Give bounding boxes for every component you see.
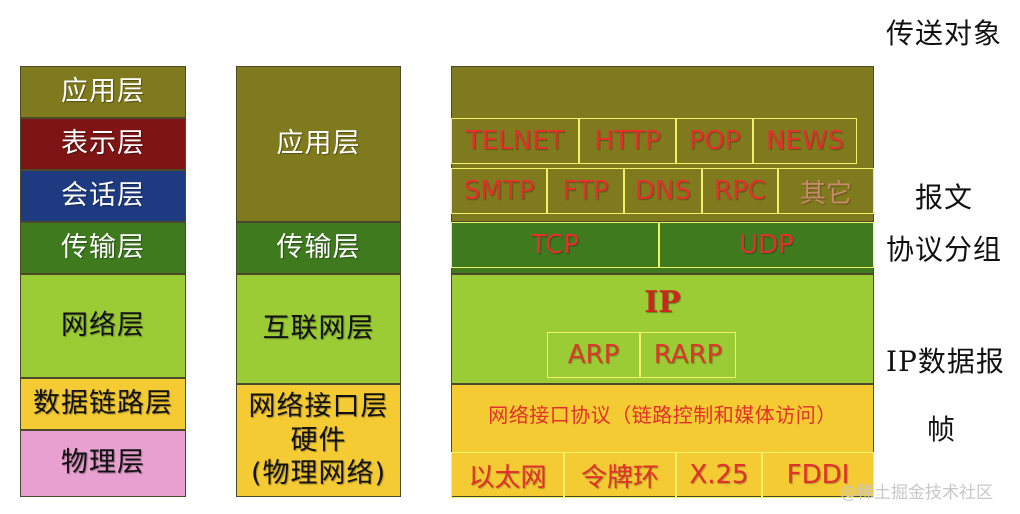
protocol-area-application bbox=[451, 66, 874, 222]
osi-layer-session: 会话层 bbox=[20, 170, 186, 222]
proto-rarp: RARP bbox=[640, 332, 736, 378]
netif-line-1: 网络接口层 bbox=[248, 390, 389, 422]
proto-other: 其它 bbox=[778, 168, 874, 214]
proto-pop: POP bbox=[676, 118, 753, 164]
netif-line-2: 硬件 bbox=[290, 424, 347, 456]
tcpip-layer-application: 应用层 bbox=[236, 66, 401, 222]
transfer-object-segment: 协议分组 bbox=[886, 233, 1003, 266]
proto-telnet: TELNET bbox=[451, 118, 579, 164]
proto-ftp: FTP bbox=[547, 168, 624, 214]
tcpip-layer-transport: 传输层 bbox=[236, 222, 401, 274]
netif-line-3: (物理网络) bbox=[250, 458, 387, 490]
osi-layer-transport: 传输层 bbox=[20, 222, 186, 274]
osi-layer-datalink: 数据链路层 bbox=[20, 378, 186, 430]
transfer-object-datagram: IP数据报 bbox=[886, 345, 1005, 378]
proto-udp: UDP bbox=[659, 222, 874, 268]
proto-rpc: RPC bbox=[702, 168, 778, 214]
proto-x25: X.25 bbox=[676, 452, 762, 498]
proto-dns: DNS bbox=[624, 168, 702, 214]
osi-layer-presentation: 表示层 bbox=[20, 118, 186, 170]
watermark: @稀土掘金技术社区 bbox=[840, 483, 993, 503]
proto-netif: 网络接口协议（链路控制和媒体访问） bbox=[488, 402, 837, 427]
proto-ethernet: 以太网 bbox=[451, 452, 564, 498]
proto-tcp: TCP bbox=[451, 222, 659, 268]
transfer-object-message: 报文 bbox=[915, 181, 974, 214]
proto-news: NEWS bbox=[753, 118, 857, 164]
tcpip-layer-internet: 互联网层 bbox=[236, 274, 401, 384]
transfer-object-header: 传送对象 bbox=[886, 17, 1003, 50]
protocol-area-internet bbox=[451, 274, 874, 384]
proto-fddi: FDDI bbox=[762, 452, 874, 498]
proto-http: HTTP bbox=[579, 118, 676, 164]
protocol-area-network-interface bbox=[451, 384, 874, 497]
proto-smtp: SMTP bbox=[451, 168, 547, 214]
proto-token-ring: 令牌环 bbox=[564, 452, 676, 498]
osi-layer-physical: 物理层 bbox=[20, 430, 186, 497]
osi-layer-application: 应用层 bbox=[20, 66, 186, 118]
proto-ip: IP bbox=[644, 284, 681, 320]
tcpip-layer-network-interface: 网络接口层 硬件 (物理网络) bbox=[236, 384, 401, 497]
osi-layer-network: 网络层 bbox=[20, 274, 186, 378]
transfer-object-frame: 帧 bbox=[927, 413, 957, 446]
proto-arp: ARP bbox=[547, 332, 640, 378]
protocol-area-transport bbox=[451, 222, 874, 274]
